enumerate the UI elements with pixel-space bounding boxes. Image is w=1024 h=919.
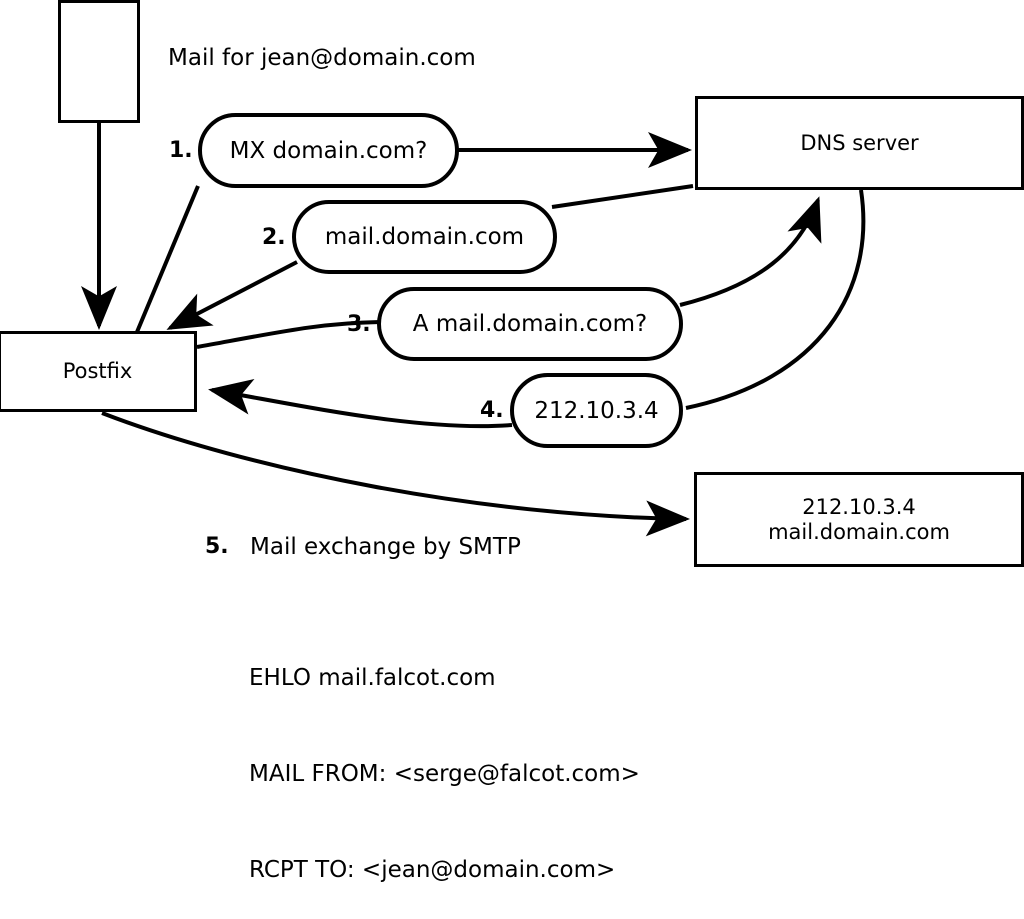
edge-dns-to-step2 [551, 184, 694, 209]
step-2-number: 2. [262, 225, 286, 250]
edge-step3-to-dns [679, 196, 822, 307]
step-4-pill: 212.10.3.4 [510, 373, 683, 448]
dns-server-label: DNS server [800, 130, 919, 155]
step-1-number: 1. [169, 138, 193, 163]
smtp-transcript: EHLO mail.falcot.com MAIL FROM: <serge@f… [249, 598, 640, 919]
mail-for-note: Mail for jean@domain.com [168, 45, 476, 71]
smtp-line: RCPT TO: <jean@domain.com> [249, 857, 616, 883]
step-5-number: 5. [205, 534, 229, 559]
sender-box [58, 0, 140, 123]
step-3-pill-label: A mail.domain.com? [412, 311, 648, 337]
edge-postfix-to-mailserver [101, 411, 690, 537]
mail-server-ip: 212.10.3.4 [802, 494, 916, 519]
step-2-pill-label: mail.domain.com [324, 224, 525, 250]
mail-server-box: 212.10.3.4 mail.domain.com [694, 472, 1024, 567]
step-1-pill-label: MX domain.com? [229, 137, 428, 164]
postfix-label: Postfix [62, 359, 133, 384]
edge-postfix-to-step1 [135, 185, 200, 333]
smtp-line: EHLO mail.falcot.com [249, 665, 496, 691]
postfix-box: Postfix [0, 331, 197, 412]
edge-dns-to-step4 [685, 189, 866, 410]
step-2-pill: mail.domain.com [292, 200, 557, 274]
smtp-line: MAIL FROM: <serge@falcot.com> [249, 761, 640, 787]
step-3-number: 3. [347, 312, 371, 337]
step-4-pill-label: 212.10.3.4 [534, 397, 659, 424]
step-1-pill: MX domain.com? [198, 113, 459, 188]
edge-step4-to-postfix [208, 378, 513, 429]
edge-postfix-to-step3 [196, 320, 381, 349]
step-3-pill: A mail.domain.com? [377, 287, 683, 361]
step-4-number: 4. [480, 398, 504, 423]
dns-server-box: DNS server [695, 96, 1024, 190]
step-5-label: Mail exchange by SMTP [250, 534, 521, 560]
mail-server-host: mail.domain.com [768, 519, 950, 544]
edge-step2-to-postfix [166, 260, 298, 330]
